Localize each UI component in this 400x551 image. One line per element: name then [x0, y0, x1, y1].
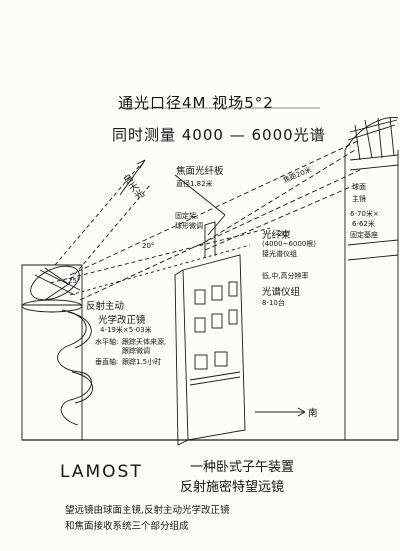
footer-desc-1: 一种卧式子午装置: [190, 460, 295, 475]
header-line-2: 同时测量 4000 — 6000光谱: [112, 126, 326, 144]
horizontal-axis-desc-2: 跟踪微调: [122, 347, 150, 355]
fixed-support: 固定基座: [350, 231, 378, 239]
spectrograph-label: 低,中,高分辨率: [262, 272, 309, 280]
focus-ray-1: [199, 149, 356, 246]
focal-plate-dia: 直径1.82米: [176, 180, 213, 188]
focus-ray-2: [204, 184, 356, 251]
fixed-mount-sub: 球形微调: [175, 222, 203, 230]
corrector-label-2: 光学改正镜: [98, 315, 146, 326]
horizon-ray: [49, 227, 271, 284]
focal-plate-label: 焦面光纤板: [176, 166, 224, 177]
horizontal-axis-desc: 跟踪天体来源,: [122, 338, 167, 346]
spherical-size: 6-70米×: [350, 210, 379, 218]
header-line-1: 通光口径4M 视场5°2: [118, 94, 274, 112]
spherical-size-2: 6-62米: [352, 220, 375, 228]
angle-label-20b: 20°: [278, 230, 291, 238]
primary-tower: [344, 150, 399, 440]
spectrograph-label-2: 光谱仪组: [262, 287, 301, 298]
fiber-bundle-label: 光纤束: [262, 230, 291, 241]
fixed-mount-label: 固定架,: [175, 212, 199, 220]
reflect-ray-lower: [79, 169, 361, 301]
lamost-title: LAMOST: [60, 462, 143, 482]
south-label: 南: [308, 408, 318, 419]
vertical-axis-label: 垂直轴:: [95, 358, 119, 366]
spectrograph-count: 8-10台: [262, 299, 285, 307]
sky-ray-2: [54, 164, 141, 266]
horizontal-axis-label: 水平轴:: [95, 338, 119, 346]
focal-building: [182, 254, 246, 441]
footer-desc-2: 反射施密特望远镜: [180, 480, 285, 495]
angle-label-25: 25°: [68, 277, 81, 285]
angle-label-20a: 20°: [142, 242, 155, 250]
axis-line: [69, 244, 251, 296]
spherical-mirror-label: 球面: [352, 183, 366, 191]
spherical-mirror-label-2: 主镜: [352, 195, 366, 203]
footer-desc-3: 望远镜由球面主镜,反射主动光学改正镜: [65, 505, 230, 516]
footer-desc-4: 和焦面接收系统三个部分组成: [65, 521, 189, 532]
fiber-to-spectrograph: 接光谱仪组: [262, 250, 297, 258]
vertical-axis-desc: 跟踪1.5小时: [122, 358, 162, 366]
reflect-ray-upper: [69, 139, 361, 276]
corrector-size: 4-19米×5-03米: [100, 326, 152, 334]
corrector-label: 反射主动: [86, 301, 125, 312]
fiber-count: (4000~6000根): [262, 240, 316, 248]
